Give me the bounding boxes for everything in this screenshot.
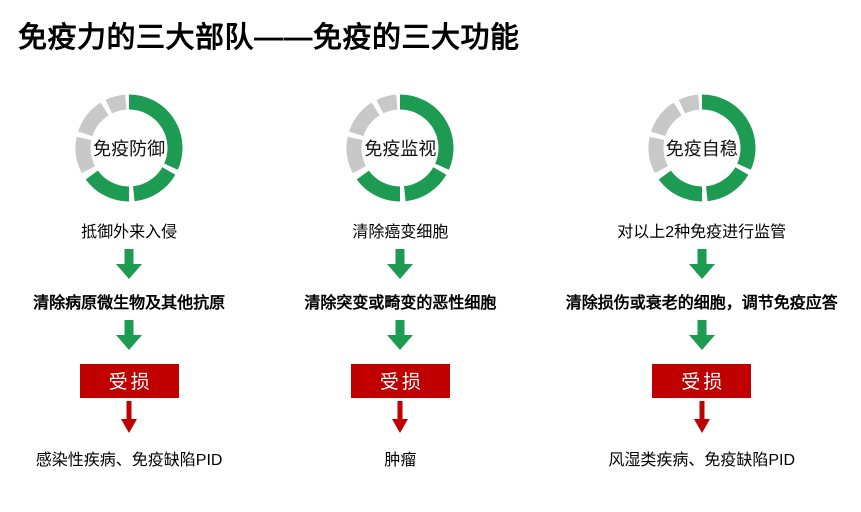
immune-column-homeostasis: 免疫自稳 对以上2种免疫进行监管 清除损伤或衰老的细胞，调节免疫应答 受损 风湿…	[542, 92, 861, 470]
down-arrow-icon	[116, 320, 143, 350]
slide: 免疫力的三大部队——免疫的三大功能 免疫防御 抵御外来入侵 清除病原微生物及其他…	[0, 14, 861, 512]
page-title: 免疫力的三大部队——免疫的三大功能	[18, 22, 520, 54]
ring-label: 免疫防御	[93, 139, 166, 159]
outcome-text: 感染性疾病、免疫缺陷PID	[35, 452, 223, 469]
down-arrow-icon	[116, 249, 143, 279]
outcome-text: 肿瘤	[384, 452, 417, 469]
ring-segments-icon	[75, 94, 183, 202]
down-arrow-icon	[121, 401, 138, 433]
ring-chart: 免疫自稳	[646, 92, 758, 204]
down-arrow-icon	[688, 320, 715, 350]
function-detail: 清除突变或畸变的恶性细胞	[304, 295, 497, 312]
down-arrow-icon	[387, 320, 414, 350]
outcome-text: 风湿类疾病、免疫缺陷PID	[608, 452, 796, 469]
down-arrow-icon	[392, 401, 409, 433]
function-summary: 对以上2种免疫进行监管	[617, 224, 787, 241]
down-arrow-icon	[693, 401, 710, 433]
immune-column-surveillance: 免疫监视 清除癌变细胞 清除突变或畸变的恶性细胞 受损 肿瘤	[258, 92, 542, 470]
ring-chart: 免疫防御	[73, 92, 185, 204]
immune-column-defense: 免疫防御 抵御外来入侵 清除病原微生物及其他抗原 受损 感染性疾病、免疫缺陷PI…	[0, 92, 258, 470]
ring-label: 免疫自稳	[665, 139, 738, 159]
function-summary: 抵御外来入侵	[81, 224, 178, 241]
ring-chart: 免疫监视	[344, 92, 456, 204]
function-detail: 清除损伤或衰老的细胞，调节免疫应答	[565, 295, 838, 312]
down-arrow-icon	[688, 249, 715, 279]
ring-label: 免疫监视	[364, 139, 437, 159]
down-arrow-icon	[387, 249, 414, 279]
ring-segments-icon	[648, 94, 756, 202]
ring-segments-icon	[346, 94, 454, 202]
function-summary: 清除癌变细胞	[352, 224, 449, 241]
damage-badge: 受损	[350, 364, 450, 398]
function-detail: 清除病原微生物及其他抗原	[33, 295, 226, 312]
damage-badge: 受损	[79, 364, 179, 398]
columns-container: 免疫防御 抵御外来入侵 清除病原微生物及其他抗原 受损 感染性疾病、免疫缺陷PI…	[0, 92, 861, 470]
damage-badge: 受损	[652, 364, 752, 398]
